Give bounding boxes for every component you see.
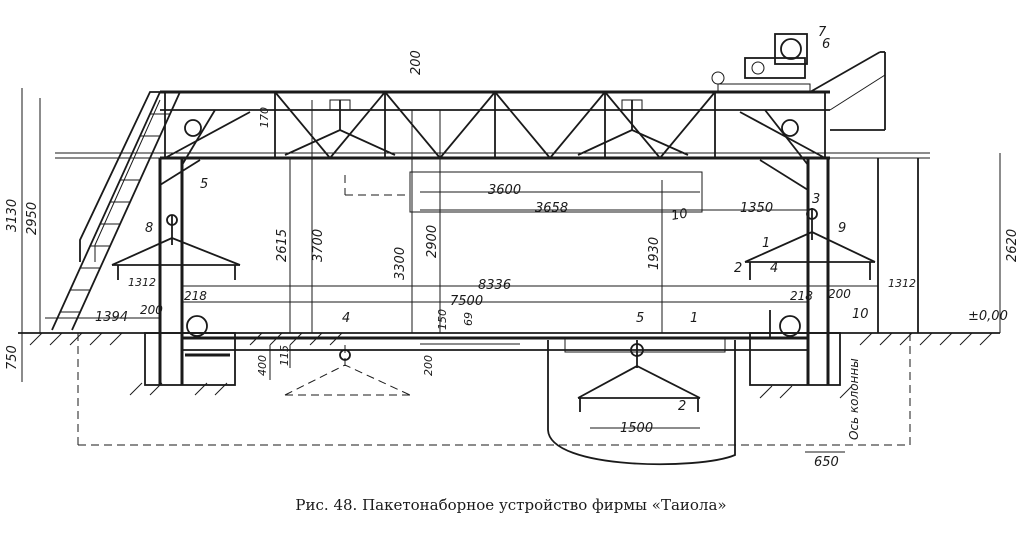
dim-1350: 1350	[740, 201, 773, 216]
dim-1394: 1394	[95, 310, 128, 325]
callout-10-right: 10	[852, 307, 869, 322]
dim-200-bottom: 200	[422, 355, 435, 376]
dim-2620: 2620	[1005, 229, 1020, 262]
dim-69: 69	[462, 312, 475, 326]
dim-3600: 3600	[488, 183, 521, 198]
dim-150: 150	[436, 309, 449, 330]
dim-1312-right: 1312	[888, 277, 916, 290]
level-mark: ±0,00	[968, 309, 1008, 324]
callout-6: 6	[822, 37, 830, 52]
dashed-cables	[77, 171, 911, 446]
right-ramp	[809, 51, 886, 131]
callouts: 1 1 2 2 3 4 4 5 5 6 7 8 9 10 10	[145, 25, 869, 414]
dim-115: 115	[278, 345, 291, 366]
foundation-right	[749, 332, 841, 386]
lower-beam	[182, 310, 808, 357]
callout-2-right: 2	[734, 261, 742, 276]
callout-2-bottom: 2	[678, 399, 686, 414]
dim-200-right: 200	[828, 287, 851, 301]
dim-218-right: 218	[790, 289, 813, 303]
callout-5-left: 5	[200, 177, 208, 192]
pit-outline-bottom	[547, 340, 736, 466]
callout-3: 3	[812, 192, 820, 207]
dim-650: 650	[814, 455, 839, 470]
callout-4-right: 4	[770, 261, 778, 276]
dim-218-left: 218	[184, 289, 207, 303]
drive-unit	[711, 33, 811, 93]
dim-2900: 2900	[425, 225, 440, 258]
dim-3300: 3300	[393, 247, 408, 280]
trolley-top-right	[577, 99, 689, 156]
dim-750: 750	[5, 345, 20, 370]
dim-3700: 3700	[311, 229, 326, 262]
grab-right	[744, 208, 876, 280]
callout-7: 7	[818, 25, 827, 40]
dim-1500: 1500	[620, 421, 653, 436]
dim-8336: 8336	[478, 278, 511, 293]
figure-caption: Рис. 48. Пакетонаборное устройство фирмы…	[295, 496, 727, 514]
trolley-top-left	[284, 99, 396, 156]
column-left	[158, 109, 216, 385]
dim-2950: 2950	[25, 202, 40, 235]
column-axis-label: Ось колонны	[847, 358, 861, 440]
callout-10-mid: 10	[670, 206, 689, 224]
staircase	[51, 91, 181, 331]
grab-dashed	[284, 345, 411, 396]
callout-1-center: 1	[690, 311, 698, 326]
top-truss	[55, 90, 930, 160]
dim-1930: 1930	[647, 237, 662, 270]
dim-3130: 3130	[5, 199, 20, 232]
dim-400: 400	[256, 355, 269, 376]
dim-1312-left: 1312	[128, 276, 156, 289]
callout-5-bottom: 5	[636, 311, 644, 326]
dim-200-left: 200	[140, 303, 163, 317]
grab-left	[111, 214, 241, 280]
dimension-lines: 200 170 3130 2950 2615 3700 3300 2900 19…	[5, 50, 1020, 470]
dim-200-top: 200	[409, 50, 424, 75]
column-right	[759, 109, 919, 385]
dim-7500: 7500	[450, 294, 483, 309]
dim-170: 170	[258, 107, 271, 128]
callout-8: 8	[145, 221, 153, 236]
dim-3658: 3658	[535, 201, 568, 216]
callout-4-bottom: 4	[342, 311, 350, 326]
callout-1-right: 1	[762, 236, 770, 251]
callout-9: 9	[838, 221, 846, 236]
pulleys	[184, 119, 799, 137]
technical-drawing: 200 170 3130 2950 2615 3700 3300 2900 19…	[5, 25, 1020, 470]
dim-2615: 2615	[275, 229, 290, 262]
